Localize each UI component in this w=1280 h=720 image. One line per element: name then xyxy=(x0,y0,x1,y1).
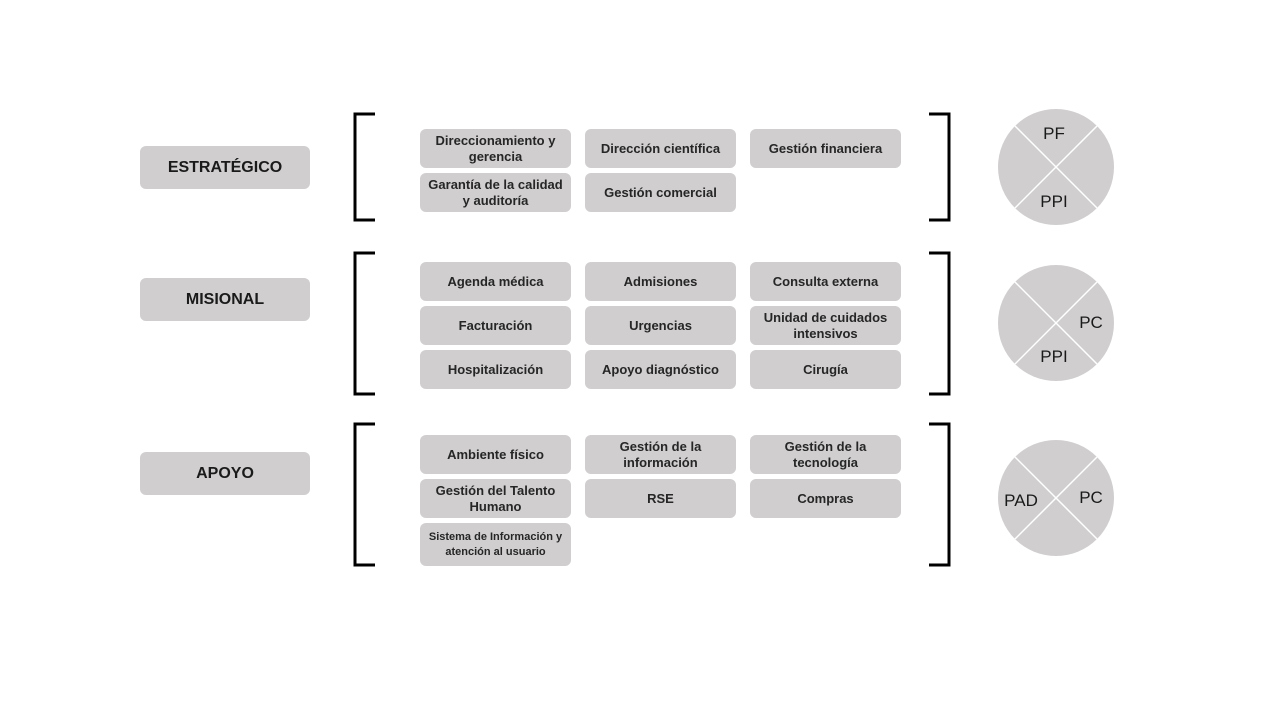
quadrant-label-right: PC xyxy=(1079,488,1103,507)
quadrant-label-right: PC xyxy=(1079,313,1103,332)
process-box: Sistema de Información y atención al usu… xyxy=(420,523,571,566)
process-box: Direccionamiento y gerencia xyxy=(420,129,571,168)
process-box: Urgencias xyxy=(585,306,736,345)
process-box: Unidad de cuidados intensivos xyxy=(750,306,901,345)
process-box: Consulta externa xyxy=(750,262,901,301)
quadrant-circle-misional: PC PPI xyxy=(997,264,1115,382)
right-bracket-apoyo xyxy=(929,422,951,567)
process-box: Hospitalización xyxy=(420,350,571,389)
process-box: Admisiones xyxy=(585,262,736,301)
process-box: Ambiente físico xyxy=(420,435,571,474)
quadrant-label-bottom: PPI xyxy=(1040,347,1068,366)
left-bracket-apoyo xyxy=(353,422,375,567)
process-box: Gestión de la tecnología xyxy=(750,435,901,474)
process-box: Dirección científica xyxy=(585,129,736,168)
process-box: Garantía de la calidad y auditoría xyxy=(420,173,571,212)
process-box: Gestión comercial xyxy=(585,173,736,212)
group-label-apoyo: APOYO xyxy=(140,452,310,495)
process-box: Facturación xyxy=(420,306,571,345)
right-bracket-estrategico xyxy=(929,112,951,222)
process-box: Compras xyxy=(750,479,901,518)
process-box: Gestión de la información xyxy=(585,435,736,474)
group-label-misional: MISIONAL xyxy=(140,278,310,321)
quadrant-circle-estrategico: PF PPI xyxy=(997,108,1115,226)
process-box: Cirugía xyxy=(750,350,901,389)
process-box: Apoyo diagnóstico xyxy=(585,350,736,389)
quadrant-label-top: PF xyxy=(1043,124,1065,143)
quadrant-circle-shape xyxy=(998,440,1114,556)
quadrant-circle-shape xyxy=(998,265,1114,381)
right-bracket-misional xyxy=(929,251,951,396)
process-box: Agenda médica xyxy=(420,262,571,301)
quadrant-label-bottom: PPI xyxy=(1040,192,1068,211)
process-box: Gestión financiera xyxy=(750,129,901,168)
process-box: RSE xyxy=(585,479,736,518)
left-bracket-estrategico xyxy=(353,112,375,222)
quadrant-label-left: PAD xyxy=(1004,491,1038,510)
left-bracket-misional xyxy=(353,251,375,396)
process-box: Gestión del Talento Humano xyxy=(420,479,571,518)
quadrant-circle-shape xyxy=(998,109,1114,225)
group-label-estrategico: ESTRATÉGICO xyxy=(140,146,310,189)
quadrant-circle-apoyo: PC PAD xyxy=(997,439,1115,557)
